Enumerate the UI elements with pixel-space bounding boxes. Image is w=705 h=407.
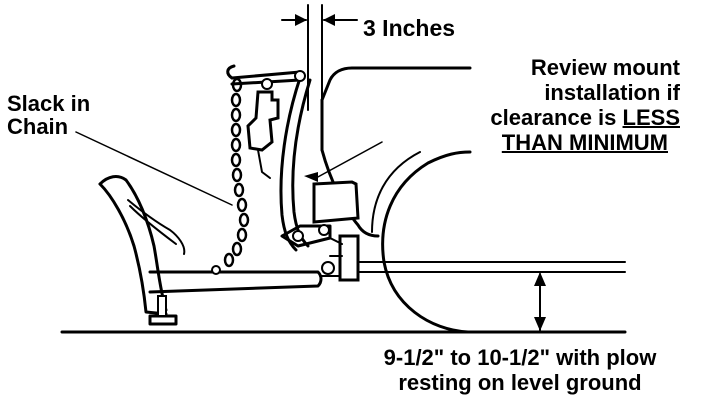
receiver-weld [329,237,343,257]
receiver-pin [321,261,335,275]
review-callout-line-3: clearance is LESS [440,104,680,131]
tractor-wheel [381,150,472,334]
clearance-block [312,180,360,224]
push-frame [148,270,323,294]
review-callout-prefix: clearance is [490,104,623,130]
wheel-fender [371,151,421,233]
clearance-arrow [304,172,318,182]
lift-arm-pivot [294,70,306,82]
lift-arm-pin [261,78,273,90]
height-callout-line-1: 9-1/2" to 10-1/2" with plow [383,345,657,370]
lift-arm-hook [226,64,236,80]
plow-shoe [148,314,178,326]
review-callout-line-1: Review mount [530,55,680,80]
chain-leader-line [75,131,233,206]
slack-callout-line-1: Slack in [7,91,91,116]
review-callout-line-2: installation if [544,79,680,105]
post-bracket [280,224,332,248]
plow-blade-edge [98,182,168,316]
review-mount-callout: Review mount installation if clearance i… [440,55,680,156]
mount-receiver [338,234,360,282]
review-callout-line-4: THAN MINIMUM [440,129,680,156]
hydraulic-cylinder [246,90,280,152]
blade-stiffener [127,199,186,255]
grille-lower [320,148,380,238]
push-frame-pin [211,265,221,275]
blade-stiffener-2 [129,205,177,245]
dimension-arrowhead-left [295,14,307,26]
height-callout-line-2: resting on level ground [398,370,642,396]
height-callout: 9-1/2" to 10-1/2" with plow resting on l… [340,345,700,396]
cylinder-rod [257,149,271,179]
slack-callout-line-2: Chain [7,114,69,140]
review-leader-line [315,141,383,179]
bracket-pin-upper [292,230,304,242]
slack-chain [223,77,250,268]
slack-in-chain-callout: Slack in Chain [7,92,90,138]
bracket-pin-lower [318,224,330,236]
clearance-dimension-label: 3 Inches [363,15,456,41]
dimension-arrowhead-right [323,14,335,26]
height-arrowhead-top [534,272,546,286]
height-arrowhead-bottom [534,317,546,331]
review-callout-less: LESS [622,104,680,130]
shoe-stem [157,295,167,317]
tractor-hood [320,66,472,102]
review-callout-than-minimum: THAN MINIMUM [501,129,668,155]
